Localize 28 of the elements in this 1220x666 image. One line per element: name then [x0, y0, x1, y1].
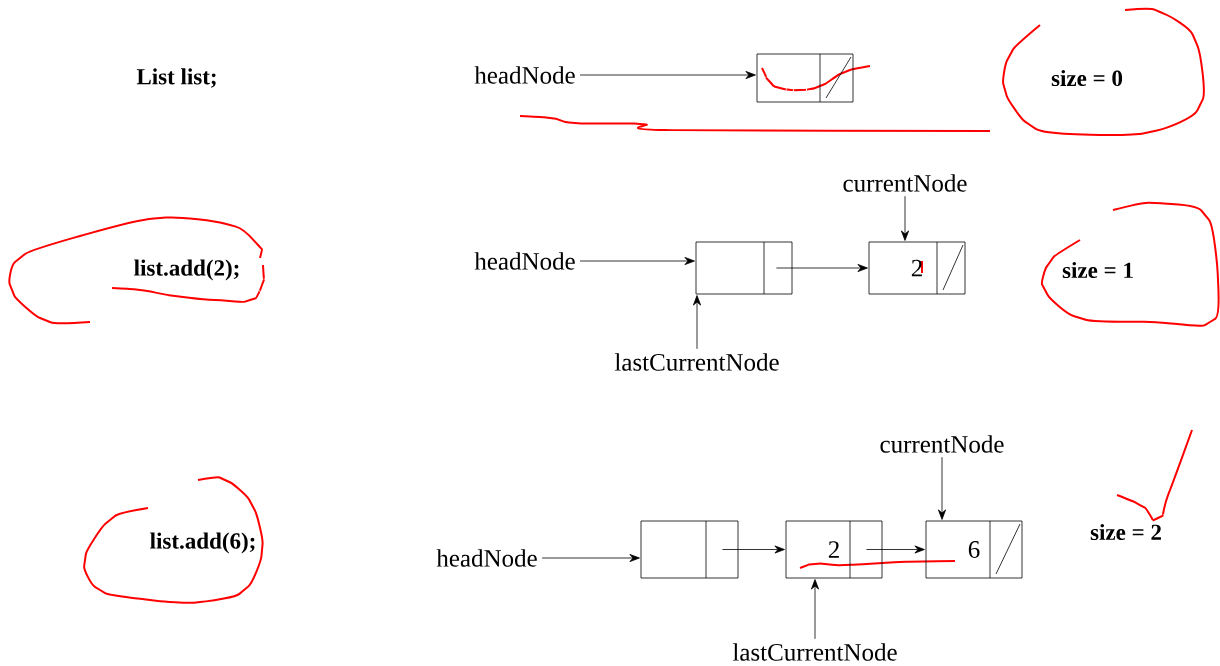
arrow	[579, 257, 695, 265]
arrow	[866, 545, 925, 554]
size-label: size = 2	[1090, 523, 1161, 541]
arrow	[938, 456, 946, 520]
pointer-label: headNode	[436, 549, 537, 567]
list-node-box	[756, 53, 854, 103]
code-statement: List list;	[136, 68, 216, 88]
pointer-label: headNode	[474, 252, 575, 270]
arrow	[776, 264, 868, 272]
pointer-label: currentNode	[843, 174, 967, 192]
code-statement: list.add(6);	[150, 532, 255, 554]
size-label: size = 1	[1062, 261, 1133, 279]
code-statement: list.add(2);	[134, 259, 239, 281]
size-label: size = 0	[1051, 69, 1123, 87]
list-node-box	[695, 241, 793, 295]
arrow	[541, 554, 640, 562]
arrow	[693, 295, 701, 350]
list-node-box	[640, 520, 739, 579]
list-node-box: 6	[925, 520, 1023, 579]
arrow	[579, 71, 756, 79]
pointer-label: lastCurrentNode	[614, 353, 779, 371]
arrow	[811, 579, 819, 640]
pointer-label: lastCurrentNode	[732, 643, 897, 661]
arrow	[901, 195, 909, 241]
pointer-label: headNode	[474, 66, 575, 84]
pointer-label: currentNode	[880, 435, 1004, 453]
arrow	[722, 545, 785, 554]
list-node-box: 2	[785, 520, 883, 579]
